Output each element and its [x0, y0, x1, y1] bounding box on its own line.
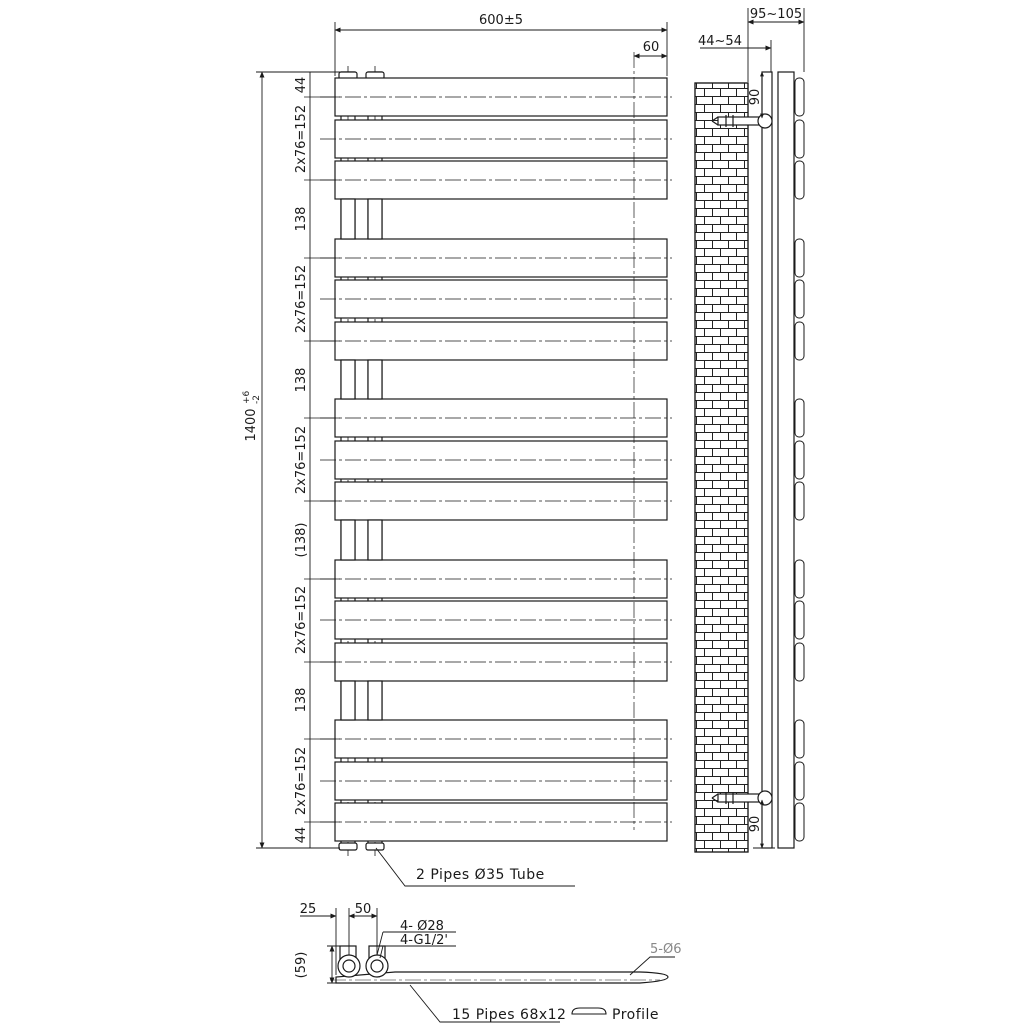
bottom-dimensions — [300, 908, 675, 1023]
profile-note: 15 Pipes 68x12 — [452, 1007, 566, 1023]
front-dimensions — [256, 22, 668, 887]
blade-group-5 — [334, 719, 668, 842]
side-view — [694, 71, 805, 853]
vertical-pipe-side — [761, 71, 773, 849]
blade-group-2 — [334, 238, 668, 361]
bar-centerlines — [320, 96, 672, 823]
height-ref-label: (59) — [294, 952, 309, 979]
group-gap-label: 138 — [294, 207, 309, 232]
bracket-offset-bottom-label: 90 — [748, 816, 763, 833]
overall-width-label: 600±5 — [479, 13, 523, 28]
offset-right-label: 60 — [643, 40, 660, 55]
group-gap-label: 138 — [294, 368, 309, 393]
profile-icon — [571, 1007, 607, 1015]
end-gap-top-label: 44 — [294, 77, 309, 94]
pipes-note: 2 Pipes Ø35 Tube — [416, 867, 545, 883]
group-pitch-label: 2x76=152 — [294, 586, 309, 654]
radiator-frame-side — [777, 71, 795, 849]
bottom-view — [330, 945, 669, 984]
svg-text:-2: -2 — [252, 395, 262, 404]
group-pitch-label: 2x76=152 — [294, 105, 309, 173]
pipe-spacing-label: 50 — [355, 902, 372, 917]
group-pitch-label: 2x76=152 — [294, 747, 309, 815]
pipes-leader-line — [375, 847, 575, 887]
blade-group-1 — [334, 77, 668, 200]
pipe-cap — [365, 842, 385, 851]
wall-gap-label: 44~54 — [698, 34, 742, 49]
bracket-offset-top-label: 90 — [748, 89, 763, 106]
svg-text:+6: +6 — [242, 390, 252, 404]
valve-holes-label: 4- Ø28 — [400, 919, 444, 934]
group-pitch-label: 2x76=152 — [294, 265, 309, 333]
blade-group-3 — [334, 398, 668, 521]
blade-profiles — [794, 77, 805, 842]
end-holes-label: 5-Ø6 — [650, 942, 681, 957]
pipe-cap — [338, 842, 358, 851]
profile-label: Profile — [612, 1007, 659, 1023]
overall-height-label: 1400 +6 -2 — [242, 390, 262, 441]
pipe-visible-segments — [340, 198, 383, 721]
depth-label: 95~105 — [750, 7, 802, 22]
group-gap-ref-label: (138) — [294, 523, 309, 558]
left-offset-label: 25 — [300, 902, 317, 917]
brick-wall — [694, 82, 749, 853]
end-gap-bottom-label: 44 — [294, 827, 309, 844]
group-pitch-label: 2x76=152 — [294, 426, 309, 494]
blade-group-4 — [334, 559, 668, 682]
svg-text:1400: 1400 — [244, 408, 259, 441]
side-dimensions — [700, 8, 805, 849]
group-gap-label: 138 — [294, 688, 309, 713]
bottom-panel — [335, 971, 669, 984]
valve-thread-label: 4-G1/2' — [400, 933, 448, 948]
front-view — [320, 52, 672, 856]
